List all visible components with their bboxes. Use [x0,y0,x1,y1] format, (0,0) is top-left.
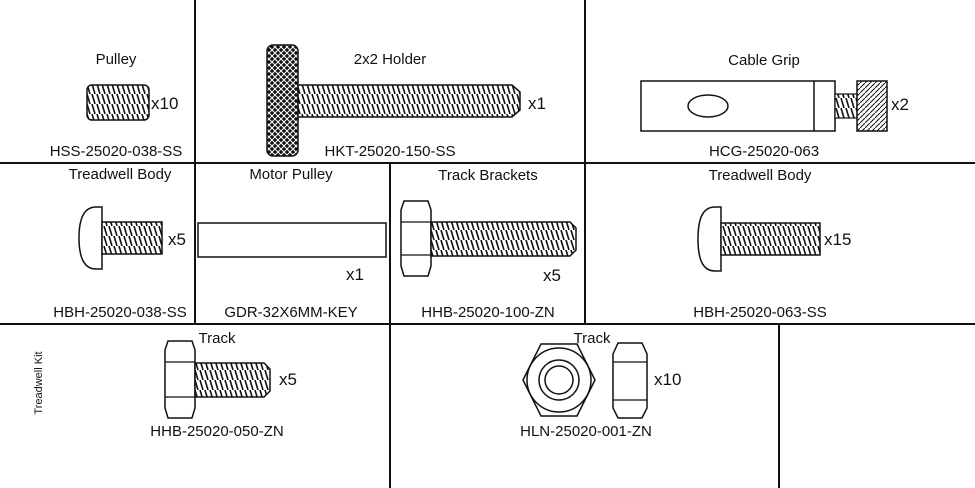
set-screw-icon [86,84,150,121]
part-qty: x1 [528,94,546,113]
grid-line-v4 [778,324,780,488]
key-stock-icon [197,222,387,258]
part-code: HBH-25020-038-SS [53,304,187,321]
part-qty: x5 [279,370,297,389]
cable-grip-icon [640,80,888,132]
hex-lock-nut-icon [522,342,648,419]
part-code: HCG-25020-063 [708,143,820,160]
empty-cell [780,325,975,488]
part-title: Treadwell Body [68,166,172,183]
hex-bolt-icon [164,340,271,419]
part-code: GDR-32X6MM-KEY [224,304,358,321]
grid-line-v2 [584,0,586,324]
part-qty: x10 [151,94,179,113]
part-qty: x5 [543,266,561,285]
part-title: Track [573,330,611,347]
hex-bolt-long-icon [400,200,577,277]
grid-line-row2 [0,323,975,325]
part-code: HLN-25020-001-ZN [520,423,652,440]
part-title: Track Brackets [438,167,538,184]
button-head-screw-icon [78,206,163,270]
part-title: 2x2 Holder [353,51,427,68]
grid-line-v1 [194,0,196,324]
part-title: Track [198,330,236,347]
part-qty: x1 [346,265,364,284]
grid-line-v3 [389,163,391,488]
button-head-screw-icon [697,206,821,272]
part-code: HBH-25020-063-SS [693,304,827,321]
part-qty: x15 [824,230,852,249]
grid-line-row1 [0,162,975,164]
part-qty: x10 [654,370,682,389]
kit-label: Treadwell Kit [33,351,45,415]
knurled-thumb-screw-icon [266,44,521,157]
part-code: HSS-25020-038-SS [49,143,183,160]
part-code: HHB-25020-100-ZN [421,304,555,321]
part-title: Treadwell Body [708,167,812,184]
part-code: HKT-25020-150-SS [324,143,456,160]
part-code: HHB-25020-050-ZN [150,423,284,440]
part-title: Motor Pulley [249,166,333,183]
part-title: Pulley [95,51,137,68]
part-qty: x2 [891,95,909,114]
part-title: Cable Grip [728,52,800,69]
part-qty: x5 [168,230,186,249]
